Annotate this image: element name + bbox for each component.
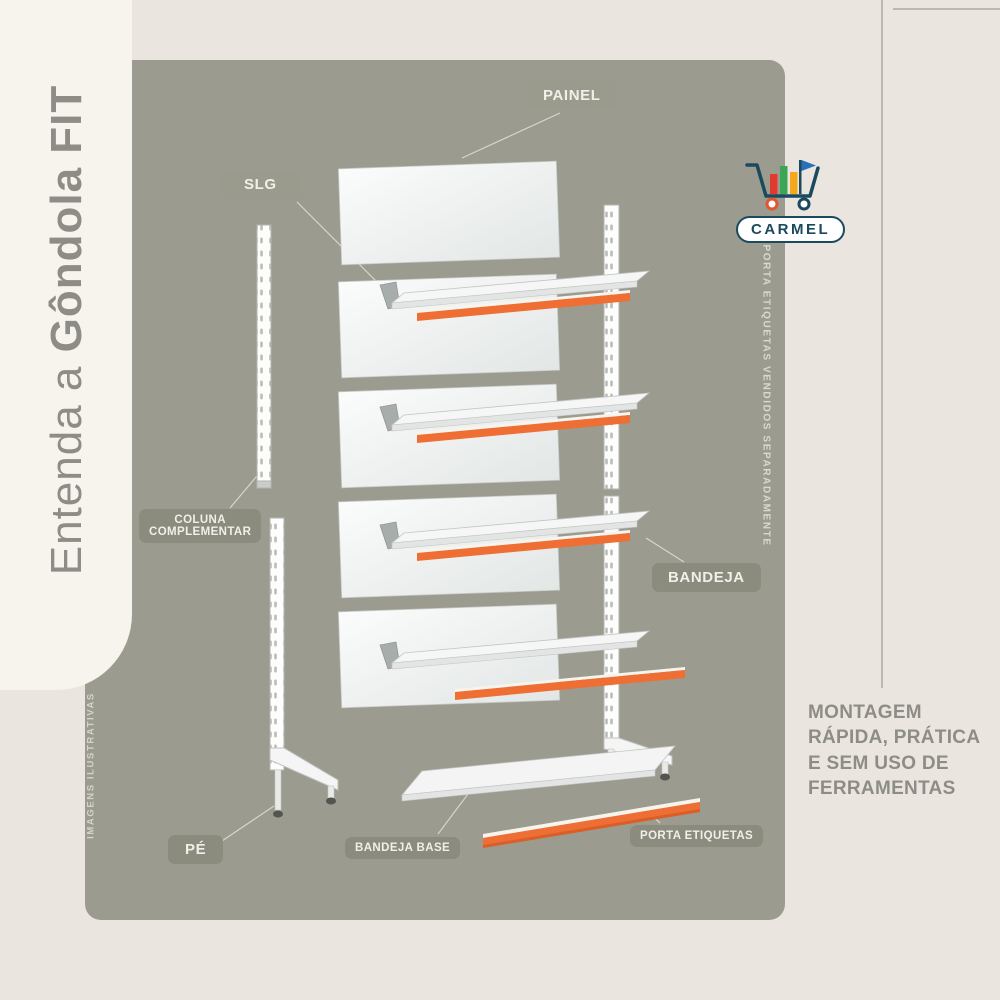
base-shelf <box>401 745 676 802</box>
cart-orange-bar <box>790 172 798 194</box>
carmel-cart-logo-icon <box>745 160 820 211</box>
shelf-2-price-strip <box>417 415 630 443</box>
right-foot-leveler-2 <box>660 773 670 781</box>
left-foot-bracket <box>269 747 339 791</box>
leader-line-pe <box>218 805 275 844</box>
leader-line-bandeja <box>645 537 685 563</box>
shelf-3-strip-channel <box>417 530 630 553</box>
label-painel: PAINEL <box>527 81 617 110</box>
leader-line-painel <box>461 112 561 159</box>
vertical-note-illustrative-images: IMAGENS ILUSTRATIVAS <box>85 692 97 839</box>
label-slg: SLG <box>222 170 299 199</box>
shelf-1-front <box>391 280 638 310</box>
cart-green-bar <box>780 166 788 194</box>
column-complementary-cap <box>256 480 272 489</box>
column-complementary <box>256 224 272 488</box>
left-foot-leveler <box>273 810 283 818</box>
shelf-4-detached-strip <box>455 667 685 700</box>
label-bandeja-base: BANDEJA BASE <box>345 837 461 859</box>
title-side-strip <box>0 0 132 690</box>
page-title-light: Entenda a <box>42 365 91 576</box>
leader-lines <box>218 112 685 844</box>
shelf-4-front <box>391 640 638 670</box>
left-foot-stem-2 <box>327 785 335 799</box>
cart-wheel-left <box>765 197 779 211</box>
shelf-3 <box>379 510 651 561</box>
cart-red-bar <box>770 174 778 194</box>
cart-outline <box>745 163 820 198</box>
detached-price-strip <box>455 670 685 700</box>
left-foot-stem <box>274 769 282 811</box>
cart-wheel-right <box>797 197 811 211</box>
assembly-claim-text: MONTAGEM RÁPIDA, PRÁTICA E SEM USO DE FE… <box>808 702 981 799</box>
carmel-brand-pill: CARMEL <box>736 216 846 243</box>
back-panel-1 <box>337 160 561 266</box>
shelf-2-strip-channel <box>417 412 630 435</box>
column-left-lower <box>269 517 285 771</box>
detached-strip-channel <box>455 667 685 692</box>
shelf-3-front <box>391 520 638 550</box>
leader-line-slg <box>296 201 382 287</box>
left-foot-leveler-2 <box>326 797 336 805</box>
shelf-1 <box>379 270 651 321</box>
label-pe: PÉ <box>168 835 224 864</box>
vertical-note-sold-separately: PORTA ETIQUETAS VENDIDOS SEPARADAMENTE <box>760 244 772 547</box>
shelf-4 <box>379 630 651 670</box>
label-coluna-complementar: COLUNA COMPLEMENTAR <box>139 509 262 543</box>
shelf-1-strip-channel <box>417 290 630 313</box>
decorative-corner-lines <box>881 0 1000 688</box>
porta-etiquetas-shadow-edge <box>483 809 700 848</box>
right-foot-stem-2 <box>661 761 669 775</box>
cart-blue-flag <box>801 160 816 171</box>
shelf-3-price-strip <box>417 533 630 561</box>
column-right-upper <box>603 204 620 490</box>
page-title-bold: Gôndola FIT <box>42 84 91 353</box>
label-bandeja: BANDEJA <box>652 563 761 592</box>
shelf-2 <box>379 392 651 443</box>
carmel-brand-text: CARMEL <box>751 221 831 238</box>
shelf-2-front <box>391 402 638 432</box>
page-title: Entenda a Gôndola FIT <box>37 30 97 630</box>
shelf-1-price-strip <box>417 293 630 321</box>
porta-etiquetas-part <box>483 798 700 848</box>
base-shelf-front <box>401 769 656 802</box>
leader-line-bandeja-base <box>437 793 469 835</box>
cart-flag-pole <box>799 160 802 194</box>
label-porta-etiquetas: PORTA ETIQUETAS <box>630 825 764 847</box>
porta-etiquetas-channel <box>483 798 700 838</box>
